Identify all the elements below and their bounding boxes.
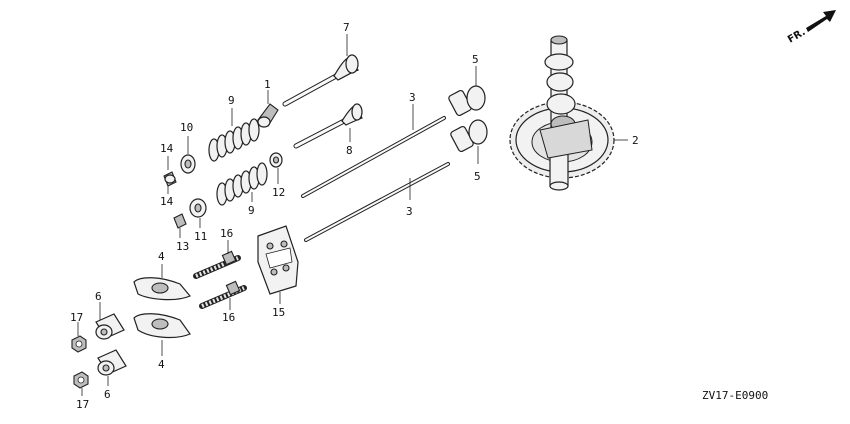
adjusting-nut-lower <box>97 349 127 376</box>
callout-8: 8 <box>346 144 353 157</box>
pushrod-guide-plate <box>257 225 299 295</box>
valve-collet-13 <box>173 213 187 229</box>
exhaust-valve <box>282 54 360 107</box>
front-direction-arrow <box>806 10 836 32</box>
pushrod-upper <box>301 116 446 198</box>
callout-9a: 9 <box>228 94 235 107</box>
callout-17a: 17 <box>70 311 83 324</box>
callout-16a: 16 <box>220 227 233 240</box>
callout-16b: 16 <box>222 311 235 324</box>
callout-9b: 9 <box>248 204 255 217</box>
camshaft-gear <box>509 35 615 191</box>
spring-retainer-upper <box>180 154 196 174</box>
stem-seal <box>269 152 283 168</box>
pivot-bolt-upper <box>193 250 241 279</box>
valve-spring-upper <box>208 118 260 162</box>
diagram-code: ZV17-E0900 <box>702 389 768 402</box>
callout-13: 13 <box>176 240 189 253</box>
callout-4b: 4 <box>158 358 165 371</box>
intake-valve <box>293 103 363 149</box>
callout-3a: 3 <box>409 91 416 104</box>
callout-2: 2 <box>632 134 639 147</box>
tappet-upper <box>448 85 486 117</box>
callout-3b: 3 <box>406 205 413 218</box>
callout-11: 11 <box>194 230 207 243</box>
callout-7: 7 <box>343 21 350 34</box>
callout-1: 1 <box>264 78 271 91</box>
callout-12: 12 <box>272 186 285 199</box>
callout-17b: 17 <box>76 398 89 411</box>
pushrod-lower <box>304 162 450 242</box>
valve-cap <box>257 103 279 128</box>
tappet-lower <box>450 119 488 153</box>
callout-10: 10 <box>180 121 193 134</box>
spring-retainer-lower <box>189 198 207 218</box>
lock-nut-lower <box>73 371 89 389</box>
callout-14a: 14 <box>160 142 174 155</box>
rocker-arm-upper <box>133 277 191 301</box>
callout-4a: 4 <box>158 250 165 263</box>
valve-collet-14 <box>163 171 177 187</box>
valve-spring-lower <box>216 162 268 206</box>
adjusting-nut-upper <box>95 313 125 340</box>
lock-nut-upper <box>71 335 87 353</box>
callout-5b: 5 <box>474 170 481 183</box>
rocker-arm-lower <box>133 313 191 339</box>
callout-5a: 5 <box>472 53 479 66</box>
front-direction-label: FR. <box>786 27 808 46</box>
pivot-bolt-lower <box>199 280 247 309</box>
callout-6a: 6 <box>95 290 102 303</box>
callout-14b: 14 <box>160 195 174 208</box>
callout-6b: 6 <box>104 388 111 401</box>
callout-15: 15 <box>272 306 285 319</box>
